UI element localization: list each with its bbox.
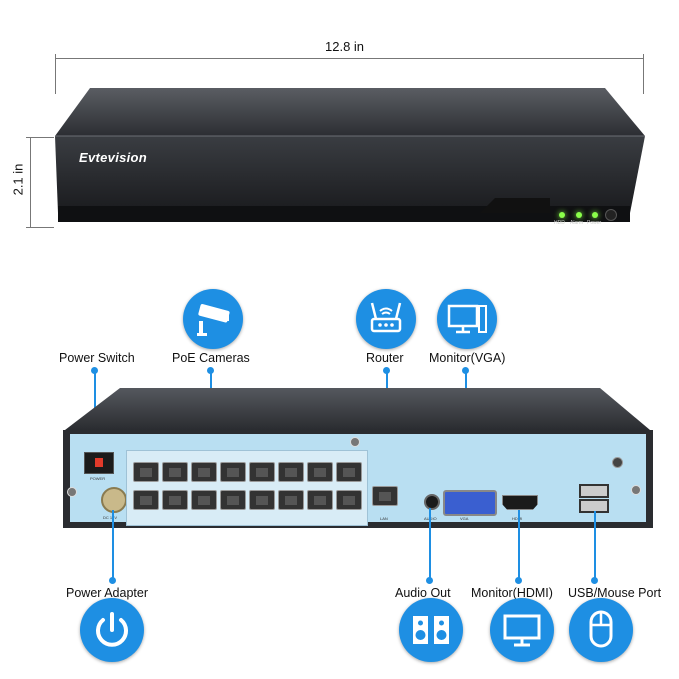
power-switch-dot — [91, 367, 98, 374]
front-led-hdd — [559, 212, 565, 218]
screw-right — [631, 485, 641, 495]
poe-port[interactable] — [249, 462, 275, 482]
router-dot — [383, 367, 390, 374]
poe-port[interactable] — [162, 462, 188, 482]
height-dim-tick-top — [26, 137, 54, 138]
width-dim-tick-right — [643, 54, 644, 94]
poe-port[interactable] — [133, 462, 159, 482]
router-label: Router — [366, 351, 404, 365]
router-icon — [370, 302, 402, 333]
hdmi-port[interactable] — [502, 495, 538, 510]
power-adapter-circle — [80, 598, 144, 662]
front-power-button[interactable] — [605, 209, 617, 221]
audio-out-jack[interactable] — [424, 494, 440, 510]
speaker-icon — [413, 616, 449, 644]
mouse-icon — [589, 610, 613, 648]
poe-port[interactable] — [336, 490, 362, 510]
brand-logo: Evtevision — [79, 150, 148, 165]
monitor-vga-label: Monitor(VGA) — [429, 351, 506, 365]
monitor-hdmi-dot — [515, 577, 522, 584]
usb-mouse-circle — [569, 598, 633, 662]
poe-port[interactable] — [191, 490, 217, 510]
width-dimension-line — [55, 58, 643, 59]
monitor-hdmi-line — [518, 510, 520, 579]
lan-port[interactable] — [372, 486, 398, 506]
poe-port[interactable] — [278, 462, 304, 482]
height-dim-tick-bottom — [26, 227, 54, 228]
poe-port[interactable] — [162, 490, 188, 510]
poe-port[interactable] — [249, 490, 275, 510]
height-dimension-label: 2.1 in — [10, 163, 26, 196]
height-dimension-line — [30, 137, 31, 227]
power-icon — [96, 612, 128, 647]
poe-cameras-label: PoE Cameras — [172, 351, 250, 365]
monitor-vga-circle — [437, 289, 497, 349]
poe-port[interactable] — [336, 462, 362, 482]
ground-screw — [612, 457, 623, 468]
usb-port-top[interactable] — [579, 484, 609, 498]
router-circle — [356, 289, 416, 349]
vga-port[interactable] — [443, 490, 497, 516]
front-led-power — [592, 212, 598, 218]
front-led-hdd-label: HDD — [554, 220, 565, 226]
poe-port[interactable] — [278, 490, 304, 510]
power-switch[interactable] — [84, 452, 114, 474]
poe-cameras-dot — [207, 367, 214, 374]
power-switch-label: Power Switch — [59, 351, 135, 365]
monitor-hdmi-circle — [490, 598, 554, 662]
width-dimension-label: 12.8 in — [325, 39, 365, 54]
power-adapter-dot — [109, 577, 116, 584]
monitor-icon — [503, 614, 541, 647]
dc-jack-label: DC 12V — [103, 515, 118, 520]
audio-out-dot — [426, 577, 433, 584]
dc-power-jack[interactable] — [101, 487, 127, 513]
power-adapter-label: Power Adapter — [66, 586, 148, 600]
poe-port[interactable] — [307, 490, 333, 510]
front-led-power-label: Power — [587, 220, 602, 226]
screw-left — [67, 487, 77, 497]
usb-mouse-line — [594, 511, 596, 579]
audio-out-circle — [399, 598, 463, 662]
poe-port[interactable] — [220, 462, 246, 482]
poe-port[interactable] — [191, 462, 217, 482]
audio-out-label: Audio Out — [395, 586, 451, 600]
screw-top — [350, 437, 360, 447]
vga-port-label: VGA — [460, 516, 469, 521]
monitor-hdmi-label: Monitor(HDMI) — [471, 586, 553, 600]
nvr-front-view — [55, 88, 645, 222]
poe-port[interactable] — [307, 462, 333, 482]
usb-mouse-label: USB/Mouse Port — [568, 586, 662, 600]
poe-camera-circle — [183, 289, 243, 349]
poe-port[interactable] — [220, 490, 246, 510]
cctv-camera-icon — [197, 304, 230, 336]
width-dim-tick-left — [55, 54, 56, 94]
desktop-monitor-icon — [447, 304, 487, 334]
usb-mouse-dot — [591, 577, 598, 584]
poe-port[interactable] — [133, 490, 159, 510]
front-led-alarm — [576, 212, 582, 218]
audio-out-line — [429, 508, 431, 579]
lan-port-label: LAN — [380, 516, 388, 521]
monitor-vga-dot — [462, 367, 469, 374]
front-led-alarm-label: Alarm — [570, 220, 584, 226]
power-adapter-line — [112, 510, 114, 579]
power-switch-port-label: POWER — [90, 476, 106, 481]
hdmi-port-label: HDMI — [512, 516, 522, 521]
